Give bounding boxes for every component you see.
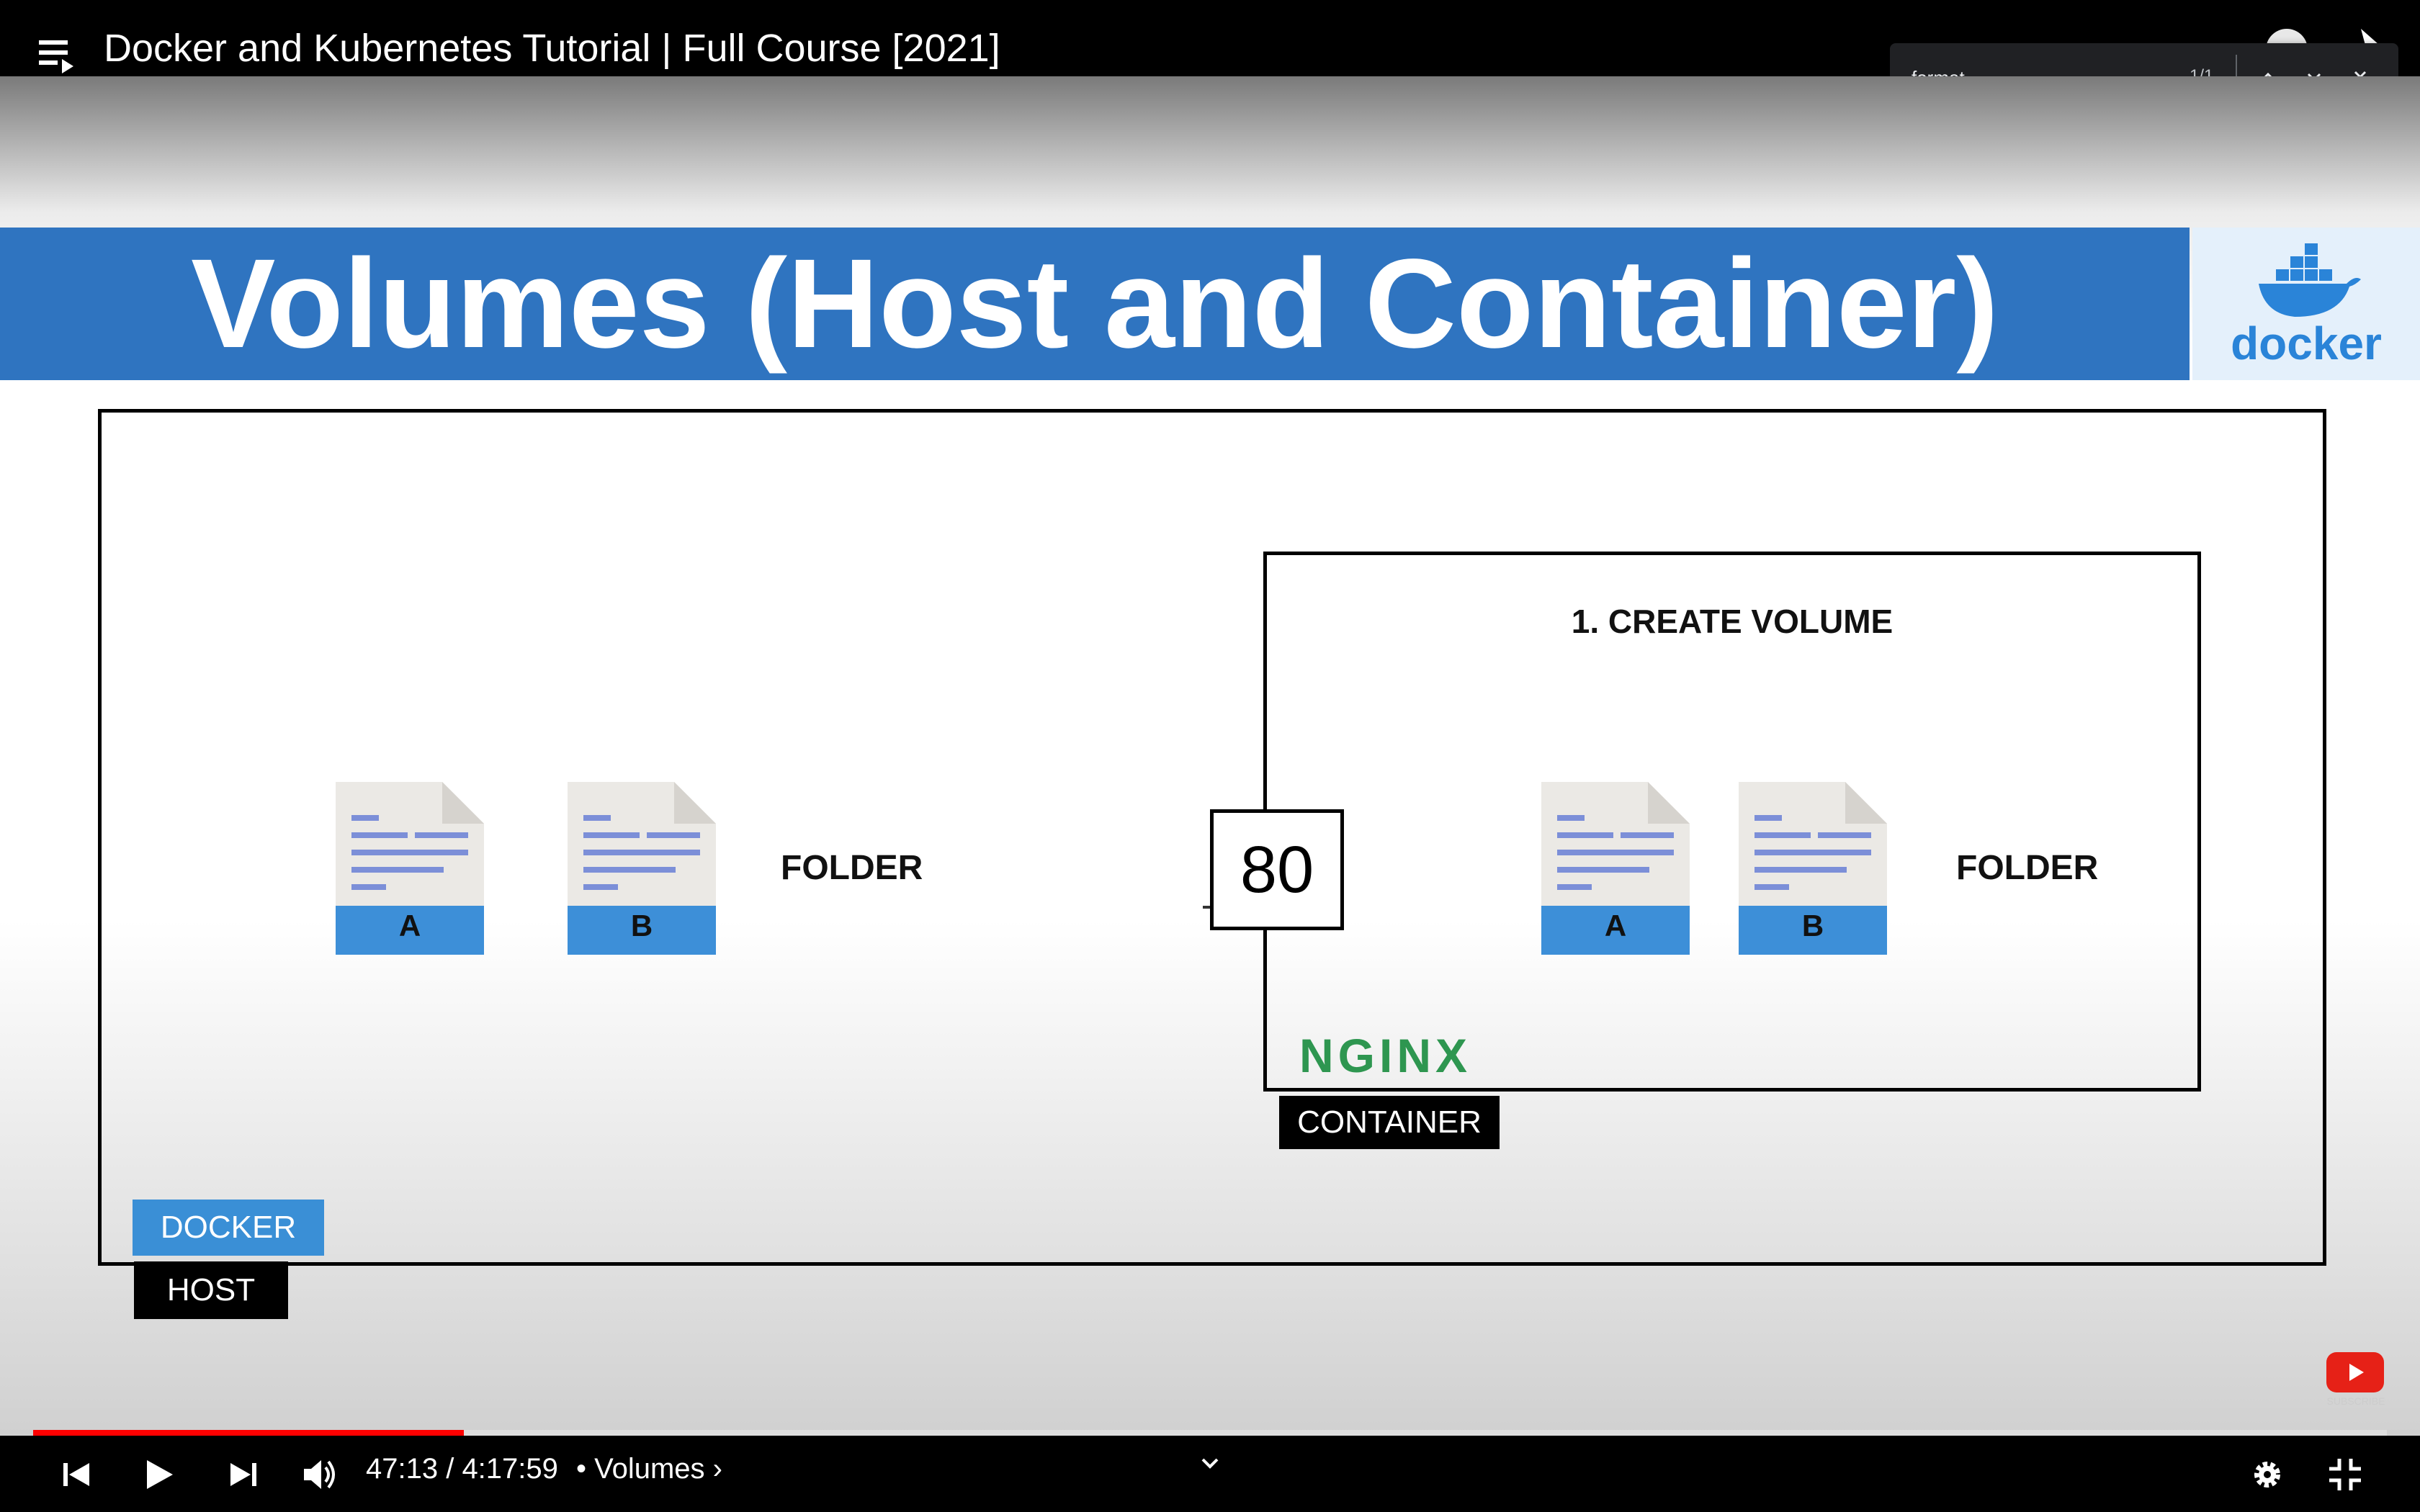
container-label: CONTAINER bbox=[1279, 1096, 1500, 1149]
play-triangle-icon bbox=[2349, 1364, 2364, 1381]
next-button[interactable] bbox=[220, 1452, 266, 1498]
docker-logo-text: docker bbox=[2231, 318, 2382, 369]
file-icon bbox=[568, 782, 716, 955]
file-label-a: A bbox=[1604, 909, 1627, 942]
file-label-b: B bbox=[630, 909, 653, 942]
chapter-button[interactable]: • Volumes › bbox=[576, 1453, 722, 1485]
file-icon bbox=[1739, 782, 1887, 955]
progress-played bbox=[33, 1430, 465, 1436]
time-display: 47:13 / 4:17:59 bbox=[366, 1453, 558, 1485]
next-icon bbox=[230, 1463, 256, 1486]
play-button[interactable] bbox=[135, 1452, 182, 1498]
docker-logo bbox=[2192, 228, 2420, 380]
settings-icon bbox=[2254, 1462, 2280, 1488]
file-icon bbox=[1541, 782, 1690, 955]
docker-whale-icon bbox=[2259, 243, 2361, 317]
chevron-down-icon bbox=[1201, 1458, 1219, 1469]
docker-host-frame bbox=[98, 409, 2326, 1266]
expand-button[interactable] bbox=[1190, 1447, 1230, 1479]
volume-icon bbox=[304, 1460, 335, 1489]
subscribe-text: SUBSCRIBE bbox=[2326, 1395, 2385, 1407]
subscribe-icon[interactable] bbox=[2326, 1352, 2384, 1392]
file-icon bbox=[336, 782, 484, 955]
previous-icon bbox=[63, 1463, 89, 1486]
port-connector bbox=[1203, 906, 1213, 909]
settings-button[interactable] bbox=[2244, 1452, 2290, 1498]
file-label-a: A bbox=[398, 909, 421, 942]
nginx-logo: NGINX bbox=[1299, 1029, 1472, 1082]
volume-button[interactable] bbox=[297, 1452, 343, 1498]
docker-label: DOCKER bbox=[133, 1200, 324, 1256]
play-icon bbox=[147, 1460, 173, 1489]
exit-fullscreen-button[interactable] bbox=[2322, 1452, 2368, 1498]
player-controls bbox=[0, 1436, 2420, 1512]
slide-title: Volumes (Host and Container) bbox=[191, 233, 1999, 374]
container-folder-label: FOLDER bbox=[1956, 849, 2099, 887]
exit-fullscreen-icon bbox=[2329, 1459, 2361, 1490]
host-folder-label: FOLDER bbox=[781, 849, 923, 887]
port-number: 80 bbox=[1210, 809, 1344, 930]
host-label: HOST bbox=[134, 1261, 288, 1319]
playlist-menu-icon[interactable] bbox=[36, 35, 76, 75]
file-label-b: B bbox=[1801, 909, 1824, 942]
previous-button[interactable] bbox=[53, 1452, 99, 1498]
progress-track[interactable] bbox=[33, 1430, 2387, 1436]
video-title[interactable]: Docker and Kubernetes Tutorial | Full Co… bbox=[104, 27, 1000, 70]
slide-title-banner bbox=[0, 228, 2190, 380]
create-volume-step: 1. CREATE VOLUME bbox=[1571, 603, 1894, 640]
